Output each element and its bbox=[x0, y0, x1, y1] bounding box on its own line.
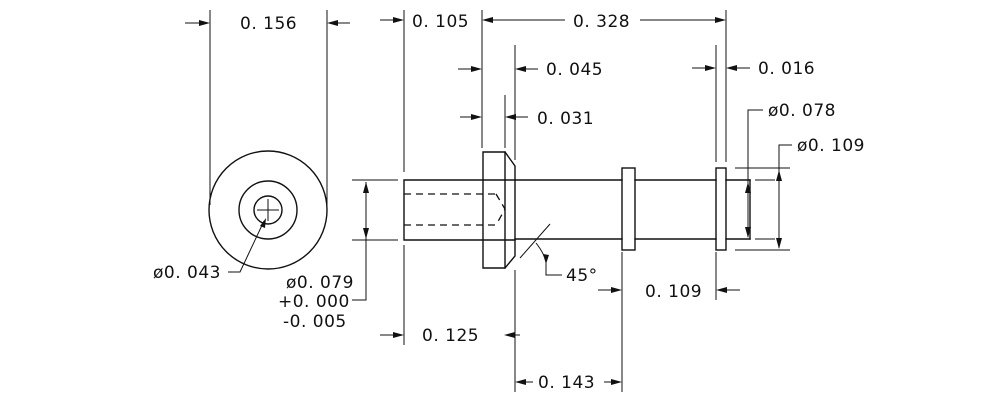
arrow-328-right bbox=[715, 17, 726, 23]
angle-arc bbox=[535, 242, 547, 263]
end-view-outer-circle bbox=[208, 150, 328, 270]
arrow-125-right bbox=[504, 332, 515, 338]
arrow-109-bottom bbox=[776, 238, 782, 249]
arrow-hole-diameter bbox=[260, 218, 266, 228]
arrow-045-right bbox=[515, 66, 526, 72]
arrow-078-bottom bbox=[745, 227, 751, 238]
leader-hole-diameter bbox=[228, 220, 265, 273]
end-view: 0. 156 ø0. 043 bbox=[153, 10, 350, 283]
middle-ring bbox=[621, 167, 636, 251]
dim-label-tol-minus: -0. 005 bbox=[283, 312, 347, 332]
arrow-031-left bbox=[471, 114, 482, 120]
dim-label-016: 0. 016 bbox=[758, 59, 815, 79]
dim-label-031: 0. 031 bbox=[537, 109, 594, 129]
top-dimensions: 0. 105 0. 328 0. 045 0. 016 0. 031 bbox=[380, 10, 815, 172]
arrow-045-left bbox=[471, 66, 482, 72]
angle-leader bbox=[545, 262, 562, 276]
arrow-125-left bbox=[393, 332, 404, 338]
arrow-031-right bbox=[505, 114, 516, 120]
arrow-109-left bbox=[611, 287, 622, 293]
hidden-bore-tip bbox=[495, 193, 506, 226]
arrow-shank-top bbox=[363, 182, 369, 193]
end-ring bbox=[715, 167, 727, 251]
dim-line-078 bbox=[747, 109, 763, 237]
dim-label-328: 0. 328 bbox=[573, 12, 630, 32]
arrow-109-right bbox=[716, 287, 727, 293]
dim-line-shank-diameter bbox=[352, 182, 367, 301]
arrow-016-right bbox=[726, 65, 737, 71]
arrow-143-left bbox=[515, 379, 526, 385]
side-view bbox=[403, 151, 751, 269]
dim-label-chamfer-angle: 45° bbox=[566, 266, 598, 286]
bottom-dimensions: 0. 109 0. 125 0. 143 bbox=[380, 245, 740, 393]
dim-label-groove-position: 0. 143 bbox=[538, 373, 595, 393]
arrow-shank-bottom bbox=[363, 228, 369, 239]
dim-label-shank-length: 0. 125 bbox=[422, 326, 479, 346]
arrow-328-left bbox=[482, 17, 493, 23]
shank-outline bbox=[403, 179, 516, 241]
dim-label-tol-plus: +0. 000 bbox=[278, 292, 350, 312]
chamfer-angle: 45° bbox=[519, 223, 598, 286]
right-dimensions: ø0. 078 ø0. 109 bbox=[735, 101, 865, 251]
head-outline bbox=[482, 151, 516, 269]
arrow-angle bbox=[543, 254, 549, 264]
arrow-016-left bbox=[705, 65, 716, 71]
dim-line-109-diameter bbox=[778, 144, 792, 248]
arrow-109-top bbox=[776, 170, 782, 181]
arrow-078-top bbox=[745, 182, 751, 193]
chamfer-leader-line bbox=[519, 223, 551, 259]
dim-label-ring-spacing: 0. 109 bbox=[645, 282, 702, 302]
arrow-156-left bbox=[199, 20, 210, 26]
end-view-hole-circle bbox=[253, 195, 283, 225]
dim-label-ring-diameter: ø0. 078 bbox=[768, 101, 836, 121]
arrow-105-left bbox=[393, 17, 404, 23]
arrow-156-right bbox=[327, 20, 338, 26]
shank-diameter-dimension: ø0. 079 +0. 000 -0. 005 bbox=[278, 179, 398, 332]
dim-label-shank-diameter: ø0. 079 bbox=[286, 273, 354, 293]
dim-label-105: 0. 105 bbox=[412, 12, 469, 32]
arrow-143-right bbox=[611, 379, 622, 385]
dim-label-045: 0. 045 bbox=[546, 60, 603, 80]
dim-label-156: 0. 156 bbox=[240, 14, 297, 34]
end-view-middle-circle bbox=[238, 180, 298, 240]
dim-label-ring-outer-diameter: ø0. 109 bbox=[797, 136, 865, 156]
dim-label-hole-diameter: ø0. 043 bbox=[153, 263, 221, 283]
